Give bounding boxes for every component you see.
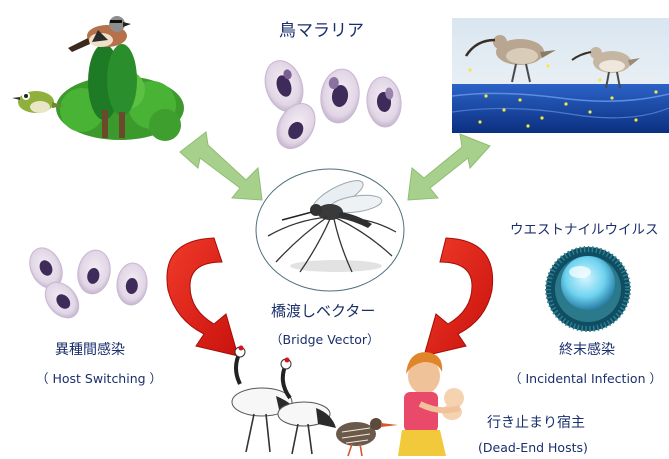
rail-bird-icon	[336, 418, 398, 456]
virus-particle-icon	[546, 247, 630, 331]
bridge-vector-label-en: （Bridge Vector）	[270, 329, 380, 348]
host-switching-label-jp: 異種間感染	[55, 339, 125, 359]
host-switching-blood-cells-icon	[24, 243, 149, 325]
shorebirds-icon	[452, 18, 669, 133]
red-crowned-cranes-icon	[232, 346, 336, 455]
dead-end-hosts-label-jp: 行き止まり宿主	[487, 412, 585, 432]
songbird-on-tree-icon	[56, 16, 184, 141]
mosquito-icon	[256, 169, 404, 291]
west-nile-virus-label: ウエストナイルウイルス	[510, 218, 659, 238]
mother-and-child-icon	[398, 352, 464, 456]
host-switching-label-en: （ Host Switching ）	[36, 368, 162, 387]
red-arrow-right	[424, 238, 493, 356]
bird-malaria-label: 鳥マラリア	[279, 16, 364, 41]
bridge-vector-label-jp: 橋渡しベクター	[271, 300, 375, 321]
incidental-infection-label-en: （ Incidental Infection ）	[509, 368, 662, 387]
green-double-arrow-right	[408, 134, 490, 200]
malaria-infected-blood-cells-icon	[259, 56, 403, 156]
green-double-arrow-left	[180, 132, 262, 200]
dead-end-hosts-label-en: (Dead-End Hosts)	[478, 440, 588, 455]
red-arrow-left	[167, 238, 238, 356]
incidental-infection-label-jp: 終末感染	[559, 339, 615, 359]
